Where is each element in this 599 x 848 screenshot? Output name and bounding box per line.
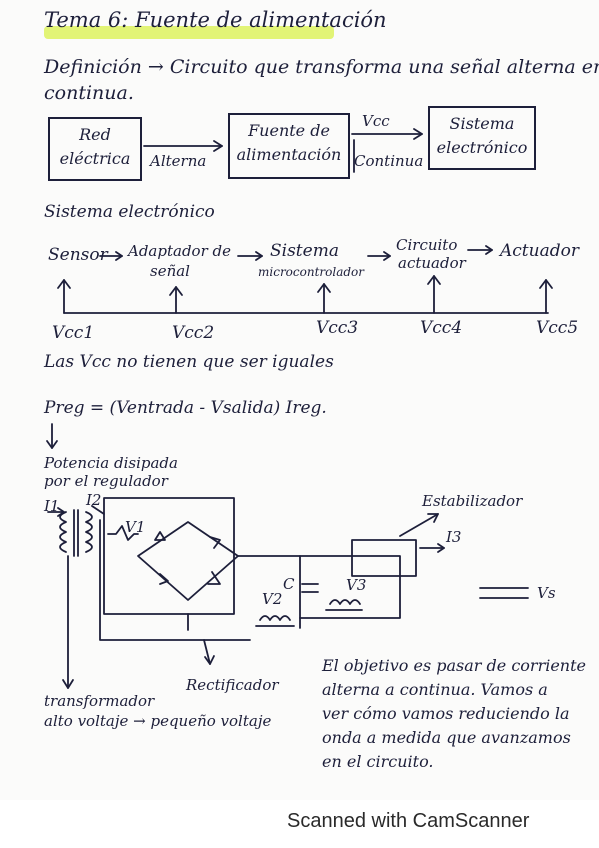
rectifier-wiring bbox=[99, 519, 301, 665]
closing-note-line-5: en el circuito. bbox=[322, 752, 434, 771]
closing-note-line-3: ver cómo vamos reduciendo la bbox=[322, 704, 570, 723]
sistema-label-line-1: Sistema bbox=[449, 114, 515, 133]
v3-label: V3 bbox=[346, 576, 367, 594]
v1-label: V1 bbox=[125, 518, 146, 536]
arrow-adaptador-sistema bbox=[237, 251, 263, 261]
output-terminals bbox=[479, 587, 529, 599]
actuador-label: Actuador bbox=[500, 241, 579, 261]
i1-label: I1 bbox=[44, 497, 60, 515]
vcc1-label: Vcc1 bbox=[52, 323, 95, 343]
sistema-electronico-box bbox=[428, 106, 536, 170]
sistema-micro-label-line-2: microcontrolador bbox=[258, 265, 364, 279]
red-label-line-2: eléctrica bbox=[59, 149, 131, 168]
vcc-note: Las Vcc no tienen que ser iguales bbox=[44, 352, 334, 372]
continua-label: Continua bbox=[354, 152, 424, 170]
formula-down-arrow bbox=[46, 423, 58, 449]
arrow-red-to-fuente bbox=[143, 140, 223, 152]
arrow-sensor-adaptador bbox=[99, 251, 123, 261]
rectificador-label: Rectificador bbox=[186, 676, 279, 694]
scanner-watermark: Scanned with CamScanner bbox=[287, 810, 530, 832]
notebook-page bbox=[0, 0, 599, 800]
adaptador-label-line-1: Adaptador de bbox=[128, 242, 232, 260]
chain-heading: Sistema electrónico bbox=[44, 202, 215, 222]
i3-label: I3 bbox=[446, 528, 462, 546]
vcc-label: Vcc bbox=[362, 112, 390, 130]
formula: Preg = (Ventrada - Vsalida) Ireg. bbox=[44, 398, 327, 418]
closing-note-line-2: alterna a continua. Vamos a bbox=[322, 680, 548, 699]
definition-line-1: Definición → Circuito que transforma una… bbox=[44, 56, 599, 78]
red-electrica-box bbox=[48, 117, 142, 181]
formula-note-line-1: Potencia disipada bbox=[44, 454, 178, 472]
hand-drawn-diagrams bbox=[46, 128, 553, 689]
arrow-sistema-circuito bbox=[367, 251, 391, 261]
transformador-label-line-1: transformador bbox=[44, 692, 155, 710]
vcc4-label: Vcc4 bbox=[420, 318, 463, 338]
estabilizador-label: Estabilizador bbox=[422, 492, 523, 510]
input-current-arrows bbox=[47, 505, 105, 517]
sistema-label-line-2: electrónico bbox=[436, 138, 528, 157]
capacitor-stage bbox=[255, 555, 401, 627]
red-label-line-1: Red bbox=[79, 125, 111, 144]
stabilizer-block bbox=[351, 513, 445, 577]
transformador-label-line-2: alto voltaje → pequeño voltaje bbox=[44, 712, 272, 730]
formula-note-line-2: por el regulador bbox=[44, 472, 168, 490]
rectifier-bridge bbox=[103, 497, 239, 615]
vcc2-label: Vcc2 bbox=[172, 323, 215, 343]
v2-label: V2 bbox=[262, 590, 283, 608]
closing-note-line-4: onda a medida que avanzamos bbox=[322, 728, 571, 747]
fuente-box bbox=[228, 113, 350, 179]
c-label: C bbox=[283, 575, 295, 593]
fuente-label-line-1: Fuente de bbox=[248, 121, 330, 140]
vcc3-label: Vcc3 bbox=[316, 318, 359, 338]
page-title: Tema 6: Fuente de alimentación bbox=[44, 8, 387, 32]
transformer-coil bbox=[59, 509, 93, 689]
arrow-fuente-to-sistema bbox=[351, 128, 423, 140]
vcc5-label: Vcc5 bbox=[536, 318, 579, 338]
sensor-label: Sensor bbox=[48, 245, 108, 265]
alterna-label: Alterna bbox=[150, 152, 207, 170]
sistema-micro-label-line-1: Sistema bbox=[270, 241, 339, 261]
adaptador-label-line-2: señal bbox=[150, 262, 190, 280]
title-highlight bbox=[44, 26, 334, 39]
fuente-label-line-2: alimentación bbox=[236, 145, 342, 164]
circuito-label-line-1: Circuito bbox=[396, 236, 458, 254]
closing-note-line-1: El objetivo es pasar de corriente bbox=[322, 656, 586, 675]
circuito-label-line-2: actuador bbox=[398, 254, 466, 272]
i2-label: I2 bbox=[86, 491, 102, 509]
definition-line-2: continua. bbox=[44, 82, 134, 104]
vcc-up-arrows bbox=[57, 275, 553, 314]
vs-label: Vs bbox=[537, 584, 556, 602]
arrow-circuito-actuador bbox=[467, 245, 493, 255]
